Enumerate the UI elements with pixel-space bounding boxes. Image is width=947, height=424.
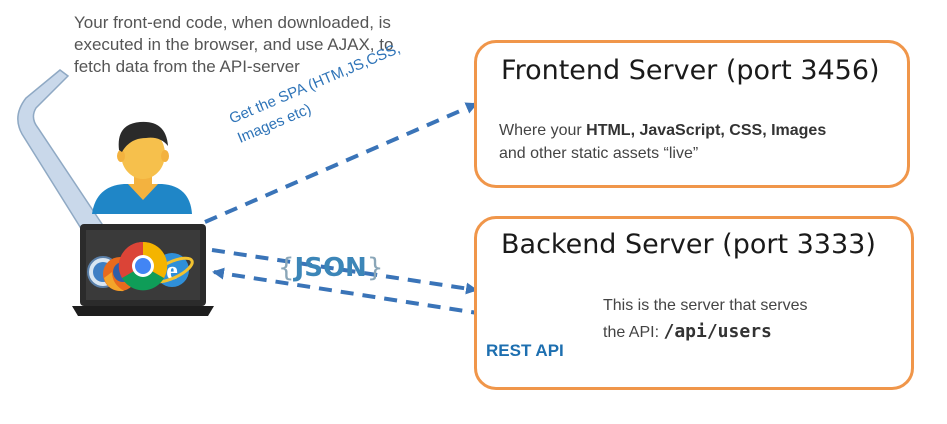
frontend-server-description: Where your HTML, JavaScript, CSS, Images… [499, 119, 899, 165]
annotation-line-3: fetch data from the API-server [74, 57, 300, 76]
backend-text-line-2: the API: /api/users [603, 319, 903, 346]
backend-server-title: Backend Server (port 3333) [501, 229, 876, 260]
frontend-server-title: Frontend Server (port 3456) [501, 55, 880, 86]
arrow-backend-to-laptop [212, 267, 485, 316]
annotation-text: Your front-end code, when downloaded, is… [74, 12, 474, 78]
arrow-laptop-to-backend [211, 248, 478, 295]
backend-server-box: Backend Server (port 3333) This is the s… [474, 216, 914, 390]
frontend-text-bold: HTML, JavaScript, CSS, Images [586, 122, 827, 139]
json-open-brace: { [278, 253, 295, 283]
json-label: {JSON} [278, 253, 383, 283]
annotation-line-1: Your front-end code, when downloaded, is [74, 13, 391, 32]
annotation-line-2: executed in the browser, and use AJAX, t… [74, 35, 394, 54]
api-path: /api/users [663, 321, 772, 342]
backend-text-prefix: the API: [603, 324, 660, 341]
chrome-icon [118, 241, 168, 291]
frontend-text-prefix: Where your [499, 122, 587, 139]
frontend-text-suffix: and other static assets “live” [499, 145, 699, 162]
svg-text:e: e [166, 256, 178, 285]
json-text: JSON [294, 253, 367, 283]
json-close-brace: } [366, 253, 384, 283]
arrow-to-frontend [204, 102, 478, 224]
backend-server-description: This is the server that serves the API: … [603, 293, 903, 346]
frontend-server-box: Frontend Server (port 3456) Where your H… [474, 40, 910, 188]
rest-api-label: REST API [486, 341, 564, 360]
user-icon [92, 121, 192, 214]
backend-text-line-1: This is the server that serves [603, 297, 808, 314]
